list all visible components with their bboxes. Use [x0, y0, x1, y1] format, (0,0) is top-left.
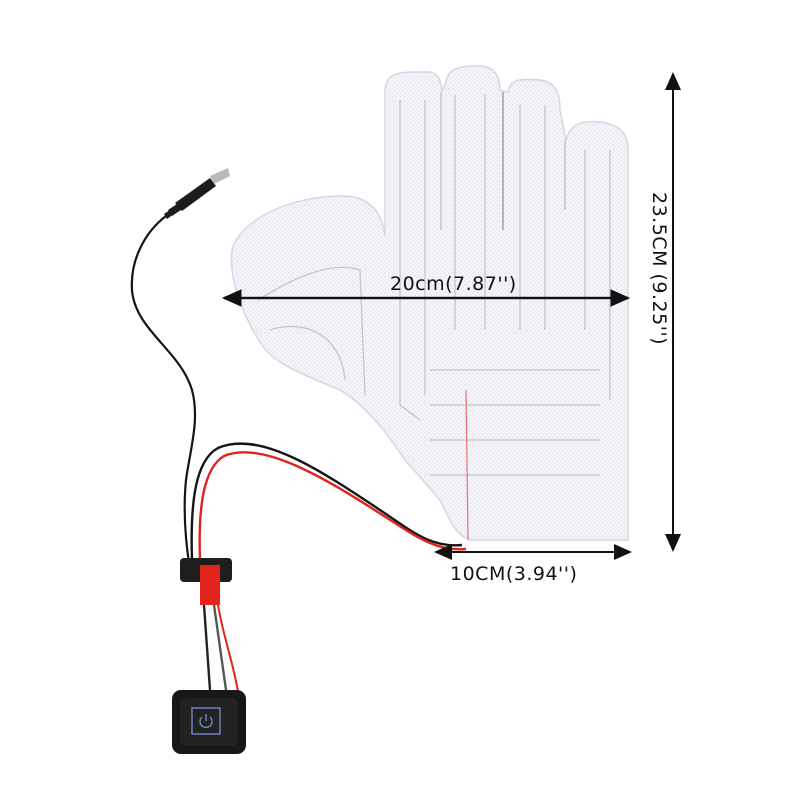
power-icon-frame: [191, 707, 221, 735]
power-switch: [172, 690, 246, 754]
internal-red-wire: [465, 389, 469, 541]
heating-element-traces: [257, 95, 611, 476]
power-icon: [199, 714, 213, 729]
dc-cable: [130, 215, 197, 581]
width-dimension-label: 20cm(7.87''): [390, 273, 517, 295]
lead-wire-black: [190, 442, 463, 561]
lead-wire-red: [198, 451, 467, 561]
switch-wire-black: [202, 604, 212, 691]
palm-width-dimension-label: 10CM(3.94''): [450, 563, 578, 585]
height-dimension-label: 23.5CM (9.25''): [648, 192, 670, 346]
switch-wire-red: [217, 604, 239, 693]
switch-wire-grey: [212, 604, 228, 691]
glove-heating-pad: [230, 65, 629, 541]
barrel-plug: [164, 168, 230, 219]
cable-clip: [180, 558, 232, 605]
